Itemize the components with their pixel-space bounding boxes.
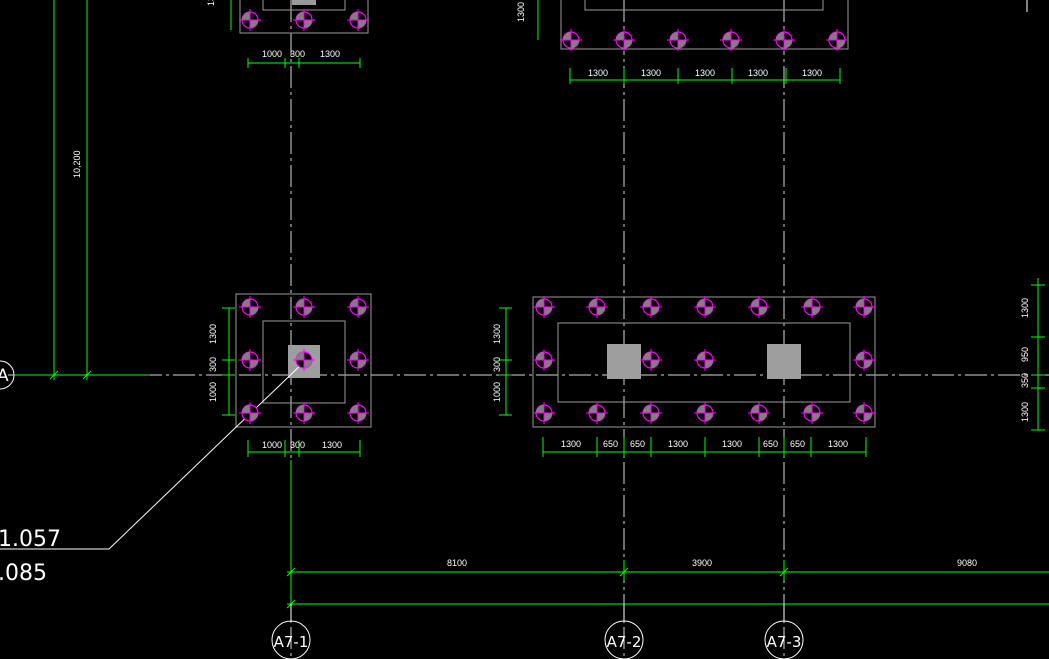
svg-text:1300: 1300 <box>695 68 715 78</box>
pile-symbol <box>560 29 582 51</box>
grid-bubble-a7-3: A7-3 <box>764 604 804 659</box>
pile-cap-b-outline <box>532 296 876 428</box>
pile-symbol <box>586 296 608 318</box>
pile-symbol <box>586 402 608 424</box>
svg-text:1300: 1300 <box>748 68 768 78</box>
grid-bubble-a7-2: A7-2 <box>604 604 644 659</box>
pile-symbol <box>533 296 555 318</box>
svg-text:1300: 1300 <box>492 324 502 344</box>
pile-cap-a-outline <box>235 293 372 428</box>
pile-symbol <box>640 402 662 424</box>
pile-symbol <box>640 296 662 318</box>
pile-symbol <box>293 296 315 318</box>
pile-cap-b-inner <box>557 322 851 403</box>
svg-text:1300: 1300 <box>722 439 742 449</box>
svg-text:1300: 1300 <box>828 439 848 449</box>
top-left-pile-cap: 1300 1000 300 1300 <box>206 0 369 68</box>
right-vertical-dimension: 1300 950 350 1300 <box>1020 278 1045 431</box>
svg-text:1300: 1300 <box>322 440 342 450</box>
svg-text:950: 950 <box>1020 347 1030 362</box>
spacing-dim-3: 9080 <box>957 558 977 568</box>
pile-symbol <box>853 349 875 371</box>
pile-symbol <box>293 349 315 371</box>
svg-text:1300: 1300 <box>1020 298 1030 318</box>
svg-text:1300: 1300 <box>206 0 216 6</box>
top-right-pile-cap: 1300 1300 1300 1300 1300 1300 <box>516 0 849 84</box>
pile-symbol <box>293 9 315 31</box>
svg-text:A7-3: A7-3 <box>767 633 802 651</box>
pile-cap-b: 1300 300 1000 1300 650 650 1300 1300 650… <box>492 296 876 457</box>
svg-text:1300: 1300 <box>516 2 526 22</box>
pile-symbol <box>347 402 369 424</box>
svg-text:1000: 1000 <box>208 382 218 402</box>
pile-symbol <box>640 349 662 371</box>
pile-symbol <box>533 349 555 371</box>
spacing-dim-1: 8100 <box>447 558 467 568</box>
svg-text:1000: 1000 <box>262 440 282 450</box>
pile-symbol <box>801 402 823 424</box>
pile-symbol <box>239 349 261 371</box>
pile-symbol <box>748 296 770 318</box>
pile-symbol <box>720 29 742 51</box>
grid-label-a: A <box>0 366 9 386</box>
column-a7-3 <box>767 344 801 379</box>
pile-symbol <box>826 29 848 51</box>
svg-text:1000: 1000 <box>492 382 502 402</box>
svg-text:1300: 1300 <box>668 439 688 449</box>
svg-text:300: 300 <box>208 357 218 372</box>
svg-text:650: 650 <box>603 439 618 449</box>
pile-symbol <box>613 29 635 51</box>
spacing-dim-2: 3900 <box>692 558 712 568</box>
pile-symbol <box>667 29 689 51</box>
pile-symbol <box>347 296 369 318</box>
pile-symbol <box>347 349 369 371</box>
pile-symbol <box>694 296 716 318</box>
pile-symbol <box>801 296 823 318</box>
pile-symbol <box>748 402 770 424</box>
svg-text:300: 300 <box>290 440 305 450</box>
pile-symbol <box>293 402 315 424</box>
pile-symbol <box>533 402 555 424</box>
svg-text:1300: 1300 <box>802 68 822 78</box>
svg-text:650: 650 <box>790 439 805 449</box>
pile-symbol <box>347 9 369 31</box>
svg-text:1300: 1300 <box>641 68 661 78</box>
svg-text:300: 300 <box>492 357 502 372</box>
svg-text:A7-2: A7-2 <box>607 633 642 651</box>
pile-symbol <box>694 402 716 424</box>
grid-spacing-dimension: 8100 3900 9080 <box>286 460 1049 610</box>
pile-symbols <box>239 9 875 424</box>
pile-symbol <box>694 349 716 371</box>
svg-text:1000: 1000 <box>262 49 282 59</box>
height-dim-text: 10,200 <box>72 150 82 178</box>
grid-bubble-a7-1: A7-1 <box>271 604 311 659</box>
svg-text:650: 650 <box>630 439 645 449</box>
elevation-value-1: 1.057 <box>0 527 61 552</box>
svg-text:300: 300 <box>290 49 305 59</box>
svg-text:1300: 1300 <box>208 324 218 344</box>
pile-symbol <box>853 402 875 424</box>
svg-text:350: 350 <box>1020 373 1030 388</box>
left-height-dimension: 10,200 <box>14 0 150 380</box>
svg-text:1300: 1300 <box>320 49 340 59</box>
svg-text:A7-1: A7-1 <box>274 633 309 651</box>
svg-text:1300: 1300 <box>588 68 608 78</box>
column-a7-2 <box>607 344 641 379</box>
elevation-value-2: .085 <box>0 561 47 586</box>
pile-symbol <box>239 9 261 31</box>
svg-text:1300: 1300 <box>561 439 581 449</box>
pile-symbol <box>239 402 261 424</box>
pile-symbol <box>239 296 261 318</box>
svg-text:650: 650 <box>763 439 778 449</box>
elevation-leader: 1.057 .085 <box>0 361 305 586</box>
pile-symbol <box>773 29 795 51</box>
svg-text:1300: 1300 <box>1020 402 1030 422</box>
pile-symbol <box>853 296 875 318</box>
